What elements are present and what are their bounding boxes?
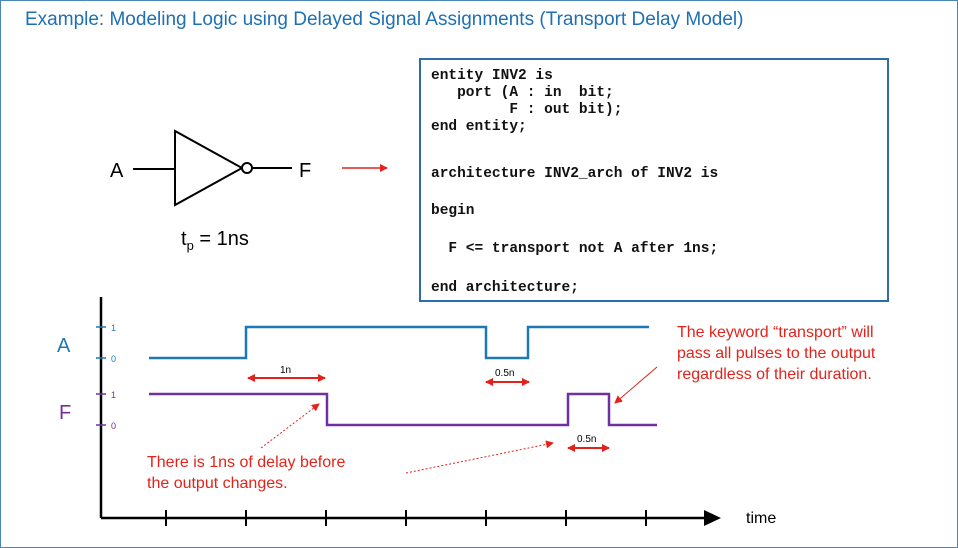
timing-axes: time (99, 297, 776, 527)
pulse-a-label: 0.5n (495, 368, 514, 379)
gate-triangle (174, 129, 245, 207)
time-axis-ticks (165, 510, 647, 526)
delay-note: There is 1ns of delay before the output … (147, 454, 346, 492)
code-line: port (A : in bit; (431, 85, 614, 101)
delay-callout-arrow (260, 403, 320, 449)
pulse-f-label: 0.5n (577, 434, 596, 445)
pulse-f-marker: 0.5n (567, 434, 610, 452)
signal-a-name: A (57, 335, 71, 357)
f-low-level: 0 (111, 421, 116, 431)
signal-f-name: F (59, 402, 71, 424)
a-high-level: 1 (111, 323, 116, 333)
code-line: begin (431, 203, 475, 219)
time-axis-arrowhead (704, 510, 721, 526)
delay-callout-arrow-2 (405, 440, 554, 474)
transport-note: The keyword “transport” will pass all pu… (677, 324, 876, 383)
signal-f-trace (149, 392, 657, 427)
code-line: end architecture; (431, 280, 579, 296)
signal-a-waveform: A 1 0 (57, 323, 649, 364)
slide-title: Example: Modeling Logic using Delayed Si… (25, 9, 744, 30)
signal-a-trace (149, 325, 649, 360)
code-line: end entity; (431, 119, 527, 135)
code-line: F : out bit); (431, 102, 623, 118)
f-high-level: 1 (111, 390, 116, 400)
propagation-delay-label: tp = 1ns (181, 228, 249, 253)
gate-output-label: F (299, 160, 311, 182)
code-line: F <= transport not A after 1ns; (431, 241, 719, 257)
transport-callout-arrow (614, 366, 658, 404)
time-axis-label: time (746, 510, 776, 527)
delay-1n-marker: 1n (247, 365, 326, 382)
vhdl-code-box: entity INV2 is port (A : in bit; F : out… (419, 58, 889, 302)
delay-1n-label: 1n (280, 365, 291, 376)
inverter-gate: A F tp = 1ns (110, 129, 311, 253)
inversion-bubble (241, 162, 253, 174)
gate-input-label: A (110, 160, 124, 182)
code-line: architecture INV2_arch of INV2 is (431, 166, 719, 182)
signal-f-waveform: F 1 0 (59, 390, 657, 431)
code-line: entity INV2 is (431, 68, 553, 84)
pulse-a-marker: 0.5n (485, 368, 530, 386)
a-low-level: 0 (111, 354, 116, 364)
